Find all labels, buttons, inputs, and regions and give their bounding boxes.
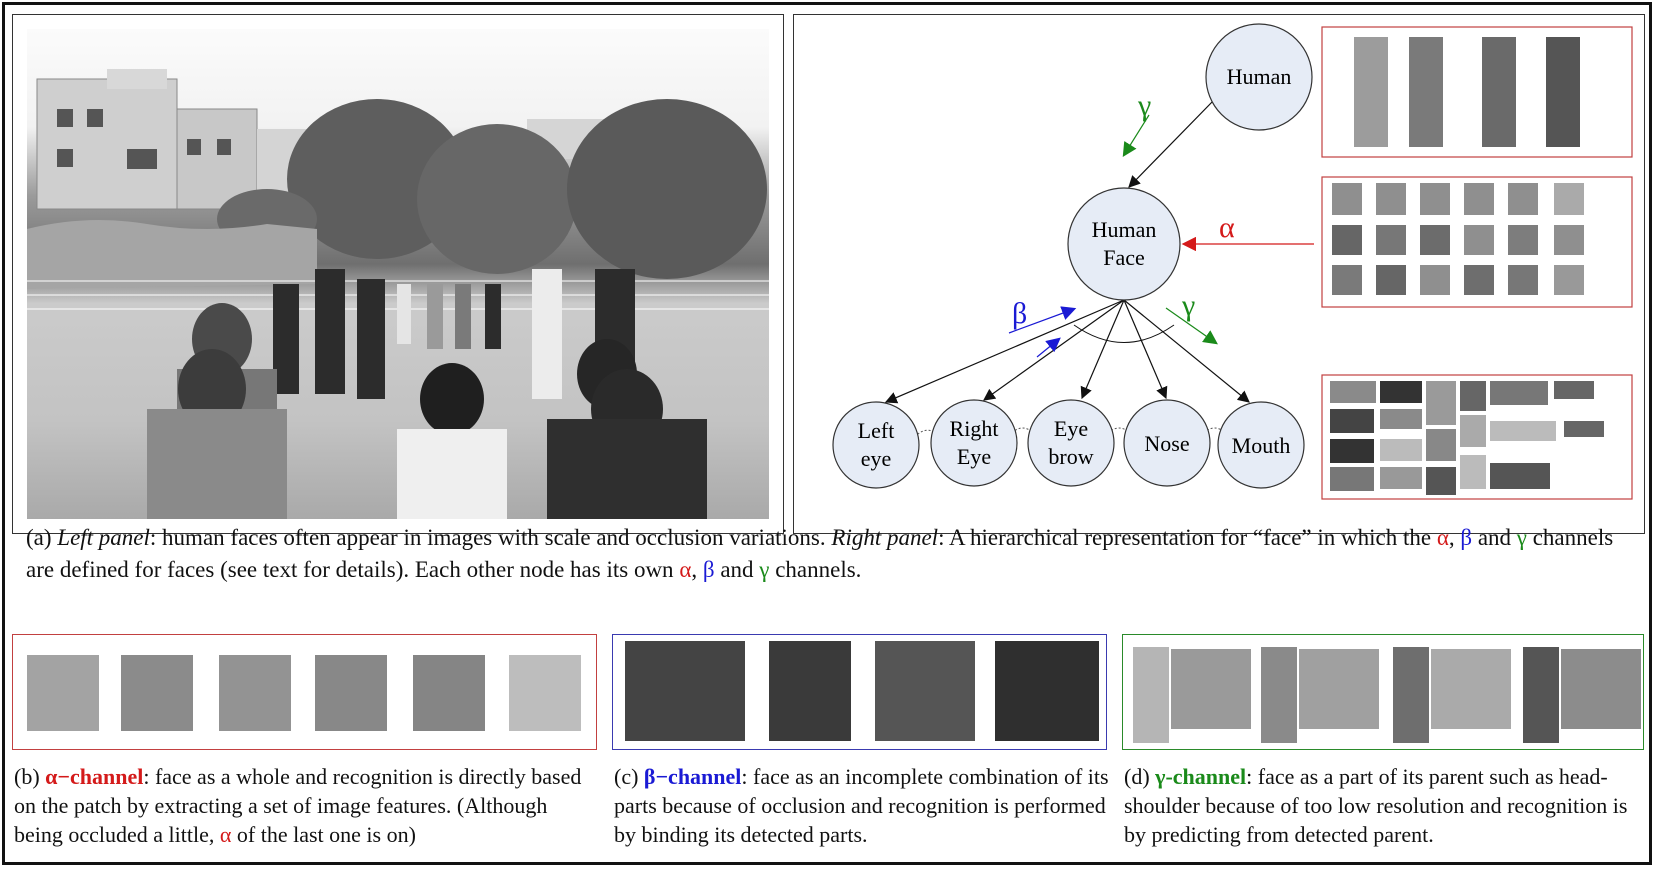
caption-b: (b) α−channel: face as a whole and recog…: [14, 762, 600, 849]
caption-d-label: (d): [1124, 764, 1156, 789]
caption-a-beta2: β: [702, 557, 715, 582]
left-photo-panel: [12, 14, 784, 534]
node-right-eye-label-2: Eye: [957, 444, 991, 469]
node-right-eye-label-1: Right: [950, 416, 999, 441]
gamma-arrow-top: [1122, 114, 1150, 158]
gamma-examples-strip: [1122, 634, 1644, 750]
alpha-face-2: [121, 655, 193, 731]
beta-face-3: [875, 641, 975, 741]
alpha-face-4: [315, 655, 387, 731]
gamma-face-3: [1431, 649, 1511, 729]
beta-arrow-1: [1008, 306, 1077, 334]
gamma-person-2: [1261, 647, 1297, 743]
node-nose: [1123, 399, 1211, 487]
and-arc: [1073, 324, 1175, 343]
caption-a-alpha2: α: [679, 557, 692, 582]
caption-a-comma2: ,: [691, 557, 703, 582]
gamma-symbol-face: γ: [1181, 289, 1195, 322]
beta-face-1: [625, 641, 745, 741]
gamma-face-4: [1561, 649, 1641, 729]
node-mouth-label: Mouth: [1232, 433, 1291, 458]
gamma-person-3: [1393, 647, 1429, 743]
alpha-examples-strip: [12, 634, 597, 750]
alpha-face-6: [509, 655, 581, 731]
caption-b-text: : face as a whole and recognition is dir…: [14, 764, 582, 847]
caption-c-label: (c): [614, 764, 644, 789]
node-left-eye-label-2: eye: [861, 446, 892, 471]
caption-b-channel: α−channel: [45, 764, 144, 789]
edge-face-eyebrow: [1080, 299, 1125, 400]
edge-face-nose: [1123, 299, 1168, 400]
caption-c-channel: β−channel: [643, 764, 742, 789]
node-human-face: [1067, 187, 1181, 301]
node-left-eye-label-1: Left: [858, 418, 895, 443]
human-thumbnails: [1354, 37, 1580, 147]
gamma-symbol-top: γ: [1137, 89, 1151, 122]
node-eyebrow-label-2: brow: [1048, 444, 1093, 469]
alpha-face-5: [413, 655, 485, 731]
caption-c-text: : face as an incomplete combination of i…: [614, 764, 1109, 847]
edge-human-face: [1128, 99, 1215, 188]
group-photo-drawing: [27, 69, 769, 519]
beta-symbol: β: [1012, 297, 1027, 330]
gamma-person-4: [1523, 647, 1559, 743]
beta-face-2: [769, 641, 851, 741]
edge-face-left-eye: [884, 299, 1125, 404]
group-photo: [27, 29, 769, 519]
caption-b-alpha: α: [219, 822, 232, 847]
caption-a-alpha: α: [1436, 525, 1449, 550]
hierarchy-diagram: γ α β γ Human Human Face Left eye Right …: [832, 23, 1633, 500]
caption-a-and: and: [1472, 525, 1517, 550]
caption-a-gamma: γ: [1516, 525, 1527, 550]
caption-a: (a) Left panel: human faces often appear…: [26, 522, 1626, 586]
caption-a-text3: channels are defined for faces (see text…: [26, 525, 1614, 582]
caption-d-channel: γ-channel: [1155, 764, 1247, 789]
beta-arrow-2: [1036, 337, 1061, 358]
gamma-face-1: [1171, 649, 1251, 729]
caption-d: (d) γ-channel: face as a part of its par…: [1124, 762, 1644, 849]
face-thumbnails: [1332, 183, 1584, 295]
beta-examples-strip: [612, 634, 1107, 750]
node-face-label-1: Human: [1092, 217, 1157, 242]
caption-a-right-panel: Right panel: [831, 525, 939, 550]
node-eyebrow: [1027, 399, 1115, 487]
right-diagram-panel: γ α β γ Human Human Face Left eye Right …: [793, 14, 1645, 534]
node-left-eye: [832, 401, 920, 489]
gamma-arrow-face: [1165, 307, 1218, 345]
gamma-face-2: [1299, 649, 1379, 729]
caption-a-text4: channels.: [769, 557, 862, 582]
node-eyebrow-label-1: Eye: [1054, 416, 1088, 441]
caption-a-gamma2: γ: [759, 557, 770, 582]
node-nose-label: Nose: [1144, 431, 1189, 456]
alpha-symbol: α: [1219, 211, 1235, 244]
caption-a-beta: β: [1460, 525, 1473, 550]
caption-c: (c) β−channel: face as an incomplete com…: [614, 762, 1114, 849]
node-mouth: [1217, 401, 1305, 489]
caption-a-comma: ,: [1448, 525, 1461, 550]
alpha-face-3: [219, 655, 291, 731]
caption-b-label: (b): [14, 764, 46, 789]
caption-d-text: : face as a part of its parent such as h…: [1124, 764, 1628, 847]
edge-face-mouth: [1123, 299, 1250, 403]
caption-a-left-panel: Left panel: [57, 525, 150, 550]
alpha-face-1: [27, 655, 99, 731]
caption-a-text1: : human faces often appear in images wit…: [149, 525, 832, 550]
node-human: [1205, 23, 1313, 131]
node-human-label: Human: [1227, 64, 1292, 89]
caption-a-label: (a): [26, 525, 58, 550]
node-face-label-2: Face: [1103, 245, 1145, 270]
part-thumbnails: [1330, 381, 1604, 495]
caption-a-text2: : A hierarchical representation for “fac…: [938, 525, 1437, 550]
node-right-eye: [930, 399, 1018, 487]
caption-b-text2: of the last one is on): [231, 822, 416, 847]
gamma-person-1: [1133, 647, 1169, 743]
caption-a-and2: and: [714, 557, 760, 582]
beta-face-4: [995, 641, 1099, 741]
